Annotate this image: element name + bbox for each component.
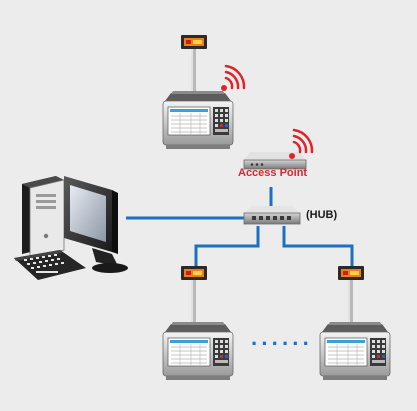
access-point-label: Access Point [238,167,308,179]
wifi-signal-icon [221,64,246,91]
computer-icon [14,176,128,280]
scale-icon-left [162,265,234,381]
access-point-wifi-icon [292,128,314,154]
network-lines [126,187,354,268]
access-point-icon [243,152,307,170]
link-hub-scale-right [282,226,354,268]
hub-icon [243,206,301,225]
scale-icon-right [319,265,391,381]
more-scales-ellipsis: ······ [251,331,313,356]
link-hub-scale-left [194,226,260,268]
hub-label: (HUB) [306,209,338,221]
wireless-scale-icon [162,34,234,150]
